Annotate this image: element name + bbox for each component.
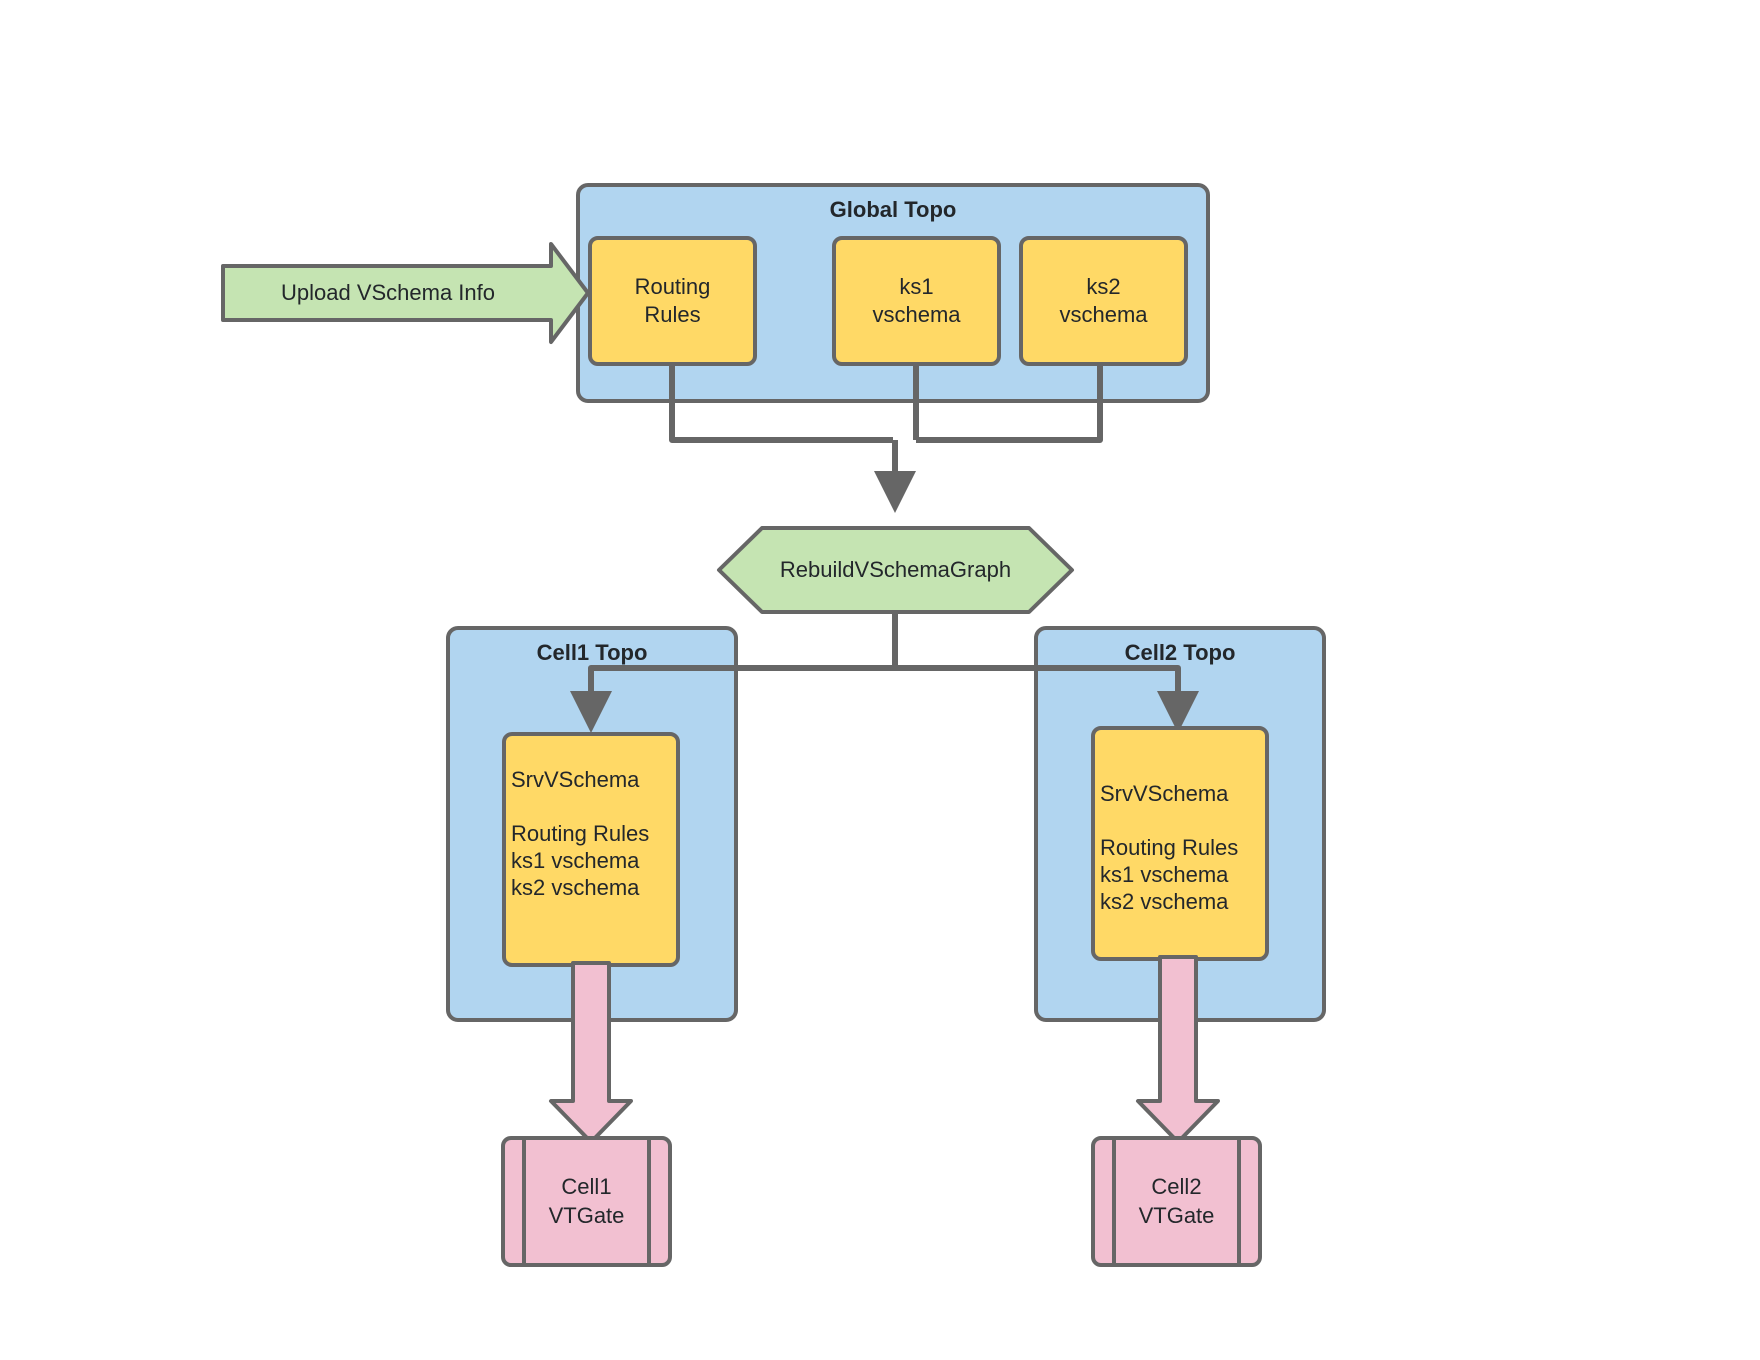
edge-ks2-to-rebuild [916, 364, 1103, 443]
upload-vschema-arrow-shape[interactable] [221, 242, 590, 344]
ks2-vschema-box[interactable] [1019, 236, 1188, 366]
edge-routing-rules-to-rebuild [669, 364, 893, 443]
cell2-srvvschema-box[interactable] [1091, 726, 1269, 961]
rebuild-vschema-graph-hexagon[interactable] [717, 526, 1074, 614]
cell2-vtgate-block-arrow [1136, 955, 1220, 1144]
cell1-vtgate-box[interactable] [501, 1136, 672, 1267]
cell1-vtgate-block-arrow [549, 961, 633, 1144]
ks1-vschema-box[interactable] [832, 236, 1001, 366]
cell2-vtgate-box[interactable] [1091, 1136, 1262, 1267]
edge-rebuild-to-cell2 [892, 612, 1199, 733]
routing-rules-box[interactable] [588, 236, 757, 366]
cell1-srvvschema-box[interactable] [502, 732, 680, 967]
